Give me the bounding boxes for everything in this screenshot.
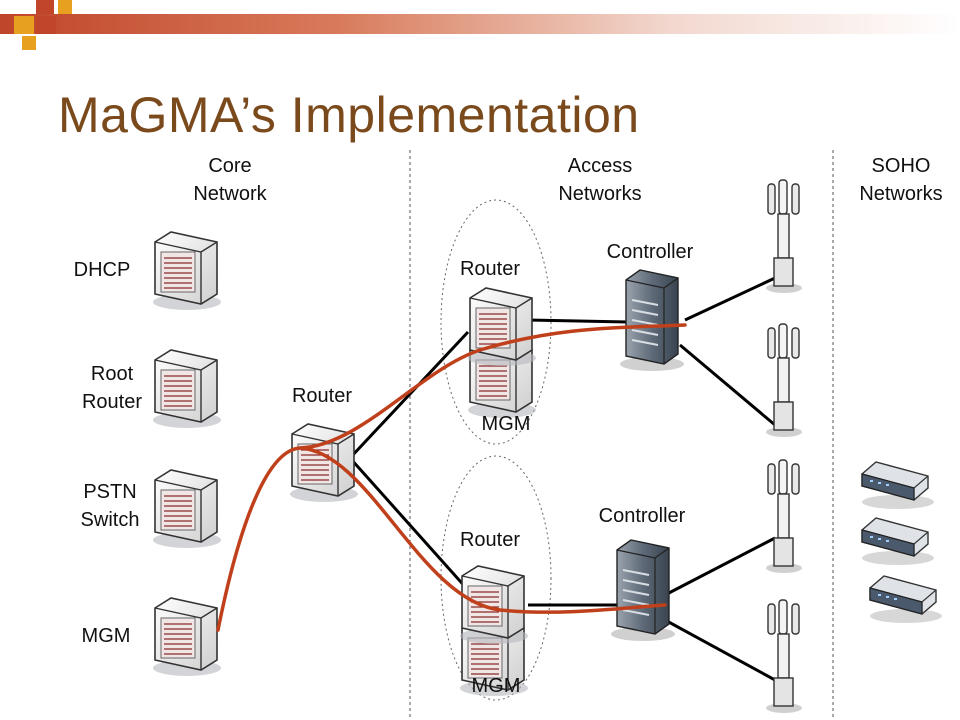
- signaling-path: [216, 323, 687, 632]
- logo-squares: [14, 0, 72, 50]
- pstn-switch-server-icon: [152, 469, 222, 549]
- access-top-mgm-label: MGM: [481, 413, 531, 435]
- soho-device-icon: [861, 461, 935, 510]
- section-label-soho: SOHO Networks: [859, 155, 943, 205]
- controller-bottom-icon: [610, 539, 676, 642]
- mgm-label: MGM: [81, 625, 131, 647]
- section-label-core: Core Network: [193, 155, 267, 205]
- dhcp-server-icon: [152, 231, 222, 311]
- access-top-controller-label: Controller: [606, 241, 694, 263]
- access-bottom-router-label: Router: [459, 529, 521, 551]
- group-ellipse-top: [440, 199, 552, 445]
- mgm-server-icon: [152, 597, 222, 677]
- access-top-router-label: Router: [459, 258, 521, 280]
- soho-device-icon: [869, 575, 943, 624]
- middle-router-icon: [289, 423, 359, 503]
- network-links: [348, 276, 776, 682]
- soho-device-icon: [861, 517, 935, 566]
- access-bottom-mgm-label: MGM: [471, 675, 521, 697]
- section-label-access: Access Networks: [558, 155, 642, 205]
- cell-tower-icon: [765, 599, 803, 714]
- cell-tower-icon: [765, 459, 803, 574]
- controller-top-icon: [619, 269, 685, 372]
- page-title: MaGMA’s Implementation: [58, 87, 640, 143]
- group-ellipse-bottom: [440, 455, 552, 701]
- access-top-router-icon: [467, 287, 537, 367]
- dhcp-label: DHCP: [73, 259, 131, 281]
- header-banner: [0, 14, 960, 34]
- root-router-label: Root Router: [81, 363, 143, 413]
- access-bottom-router-icon: [459, 565, 529, 645]
- pstn-switch-label: PSTN Switch: [80, 481, 140, 531]
- root-router-server-icon: [152, 349, 222, 429]
- access-bottom-controller-label: Controller: [598, 505, 686, 527]
- middle-router-label: Router: [291, 385, 353, 407]
- cell-tower-icon: [765, 179, 803, 294]
